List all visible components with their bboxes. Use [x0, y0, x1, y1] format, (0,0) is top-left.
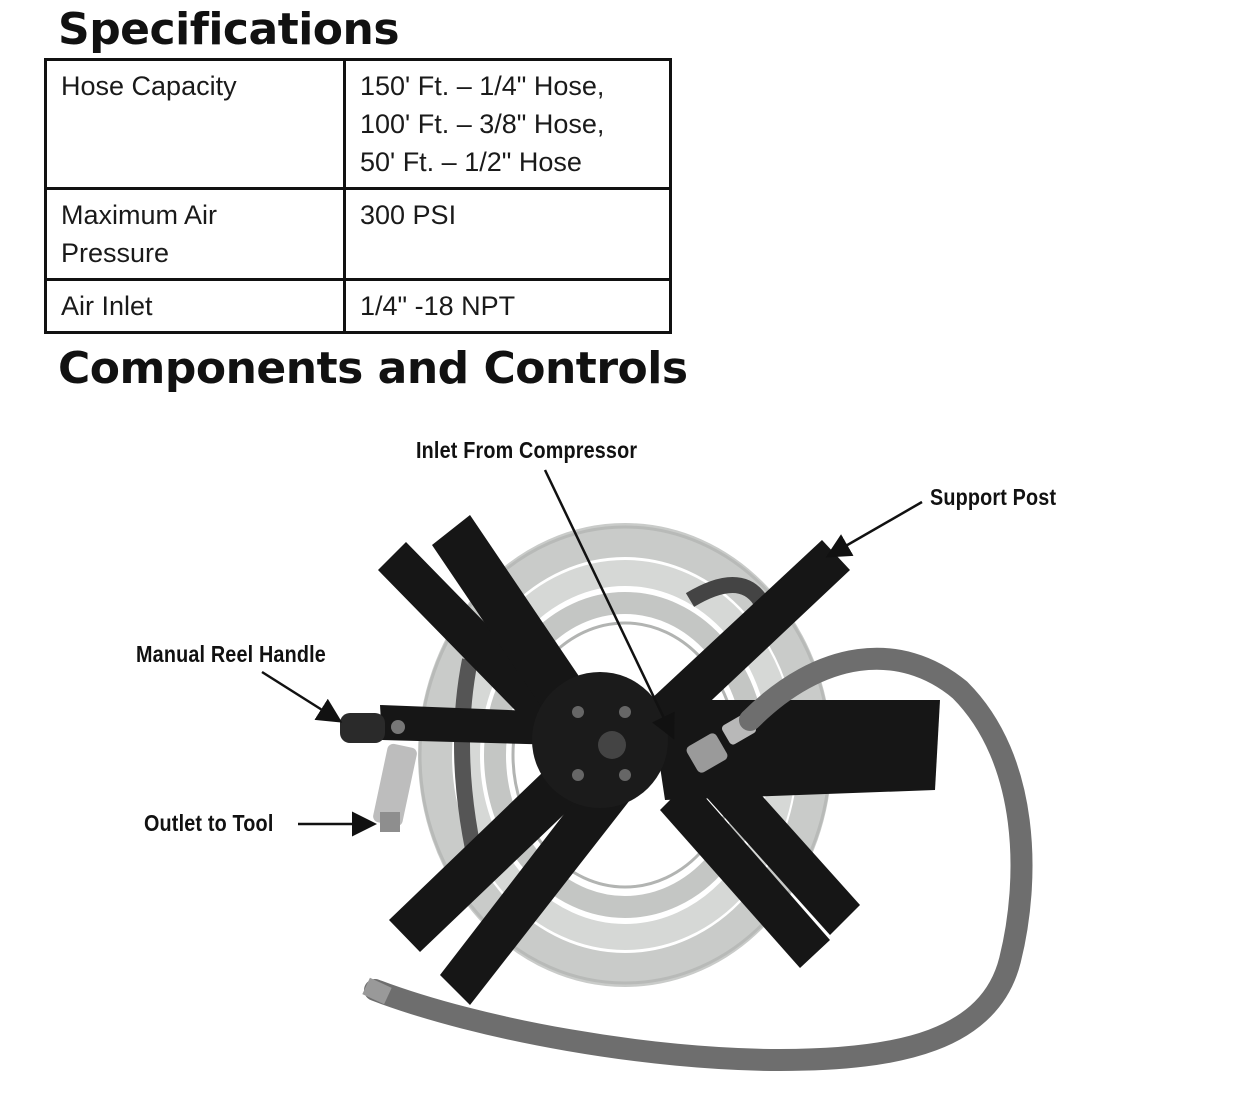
- support-bracket: [650, 700, 940, 800]
- reel-spoke: [660, 780, 830, 968]
- spec-row-max-air-pressure: Maximum Air Pressure 300 PSI: [44, 187, 672, 281]
- reel-spoke: [378, 542, 580, 748]
- spec-value: 1/4" -18 NPT: [343, 278, 672, 334]
- specifications-table: Hose Capacity 150' Ft. – 1/4" Hose, 100'…: [44, 58, 672, 334]
- hose-end-fitting: [362, 977, 392, 1005]
- callout-inlet-from-compressor: Inlet From Compressor: [416, 437, 638, 463]
- reel-frame: [378, 515, 940, 1005]
- spec-label: Air Inlet: [44, 278, 346, 334]
- spec-value-line: 100' Ft. – 3/8" Hose,: [360, 109, 605, 139]
- spec-value-line: 300 PSI: [360, 200, 457, 230]
- manual-reel-handle: [340, 713, 405, 743]
- outlet-fitting: [373, 743, 417, 832]
- handle-arrow: [261, 670, 343, 723]
- reel-spoke: [389, 748, 600, 952]
- spec-value: 300 PSI: [343, 187, 672, 281]
- spec-label-line: Air Inlet: [61, 291, 153, 321]
- spec-label-line: Maximum Air: [61, 200, 218, 230]
- hose-rear-segment: [685, 577, 767, 607]
- support-post-arrow: [825, 500, 923, 558]
- spec-value-line: 1/4" -18 NPT: [360, 291, 516, 321]
- reel-spoke: [650, 540, 850, 730]
- handle-arm: [380, 705, 562, 745]
- spec-label: Hose Capacity: [44, 58, 346, 190]
- specifications-heading: Specifications: [58, 4, 400, 55]
- spec-row-air-inlet: Air Inlet 1/4" -18 NPT: [44, 278, 672, 334]
- reel-hub: [532, 672, 668, 808]
- reel-spoke: [440, 770, 630, 1005]
- spec-value-line: 150' Ft. – 1/4" Hose,: [360, 71, 605, 101]
- spec-row-hose-capacity: Hose Capacity 150' Ft. – 1/4" Hose, 100'…: [44, 58, 672, 190]
- spec-label: Maximum Air Pressure: [44, 187, 346, 281]
- reel-spoke: [432, 515, 595, 730]
- spec-label-line: Hose Capacity: [61, 71, 237, 101]
- components-heading: Components and Controls: [58, 343, 688, 394]
- callout-manual-reel-handle: Manual Reel Handle: [136, 641, 326, 667]
- inlet-arrow: [543, 469, 675, 740]
- supply-hose: [364, 647, 1033, 1072]
- callout-support-post: Support Post: [930, 484, 1057, 510]
- spec-label-line: Pressure: [61, 238, 170, 268]
- callout-outlet-to-tool: Outlet to Tool: [144, 810, 274, 836]
- reel-spoke: [700, 760, 860, 935]
- spec-value-line: 50' Ft. – 1/2" Hose: [360, 147, 582, 177]
- spec-value: 150' Ft. – 1/4" Hose, 100' Ft. – 3/8" Ho…: [343, 58, 672, 190]
